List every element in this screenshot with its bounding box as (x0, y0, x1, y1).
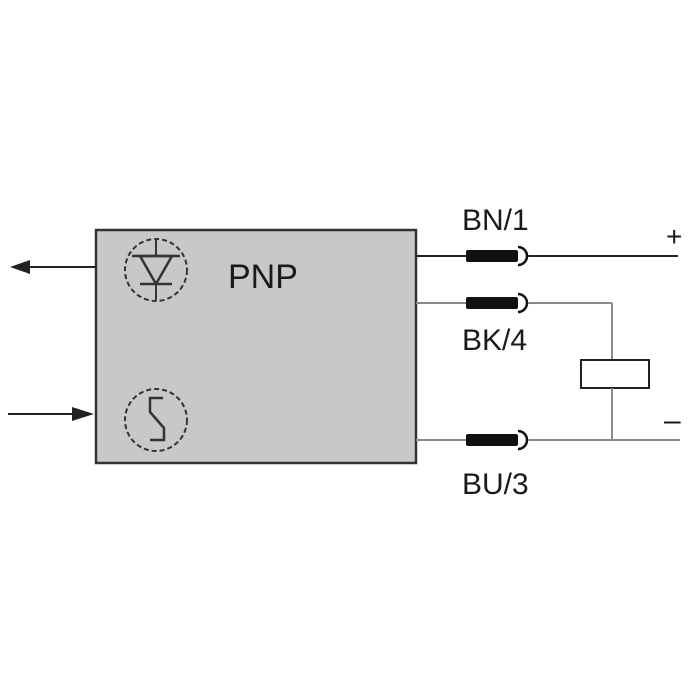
wire-label-bk: BK/4 (462, 324, 527, 357)
wire-bk (416, 292, 613, 360)
wire-label-bu: BU/3 (462, 468, 529, 501)
connector-icon (466, 297, 518, 309)
supply-negative: – (664, 404, 681, 437)
wire-bn (416, 245, 678, 267)
load-resistor-icon (580, 359, 650, 389)
connector-icon (466, 250, 518, 262)
input-arrow (8, 407, 94, 421)
wire-bu (416, 429, 680, 451)
block-label: PNP (228, 258, 298, 296)
output-arrow (10, 260, 96, 274)
wire-label-bn: BN/1 (462, 204, 529, 237)
sensor-block (94, 228, 418, 465)
receiver-icon (124, 388, 188, 452)
supply-positive: + (666, 221, 682, 252)
diode-emitter-icon (124, 238, 188, 302)
connector-icon (466, 434, 518, 446)
